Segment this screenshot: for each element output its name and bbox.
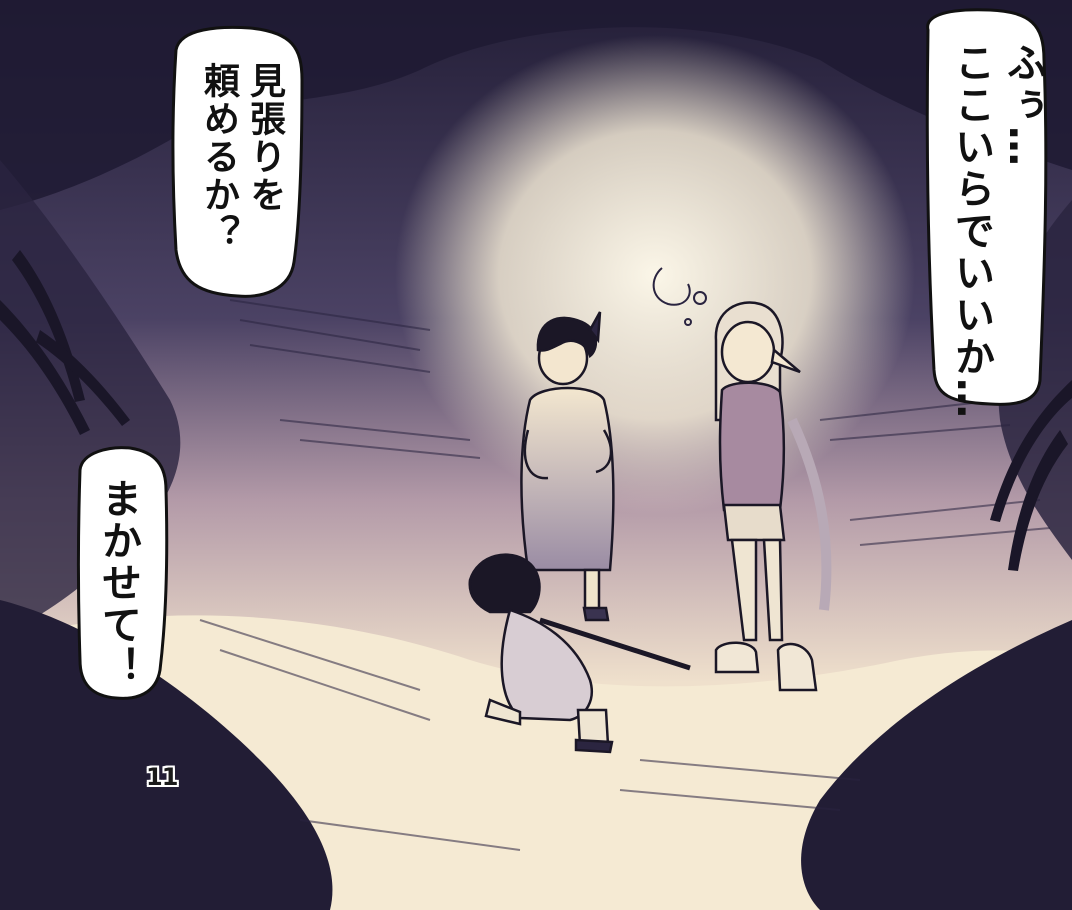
speech-text-right: ふぅ… ここいらでいいか…	[948, 42, 1046, 420]
right-bush	[801, 620, 1072, 910]
kneeling-swordsman	[468, 553, 691, 754]
elf-woman	[714, 301, 832, 692]
speech-bubble-top-left	[171, 25, 304, 298]
grass-right	[990, 380, 1072, 571]
grass-left	[0, 250, 130, 435]
speech-text-left: まかせて！	[95, 478, 141, 688]
thought-bubble-icon	[652, 267, 707, 326]
speech-bubble-left	[77, 446, 169, 700]
page-number: 11	[146, 763, 178, 791]
speech-text-top-left: 見張りを 頼めるか？	[198, 62, 285, 252]
standing-man	[520, 311, 615, 622]
hatching	[199, 299, 1051, 851]
speech-bubble-right	[925, 8, 1048, 406]
